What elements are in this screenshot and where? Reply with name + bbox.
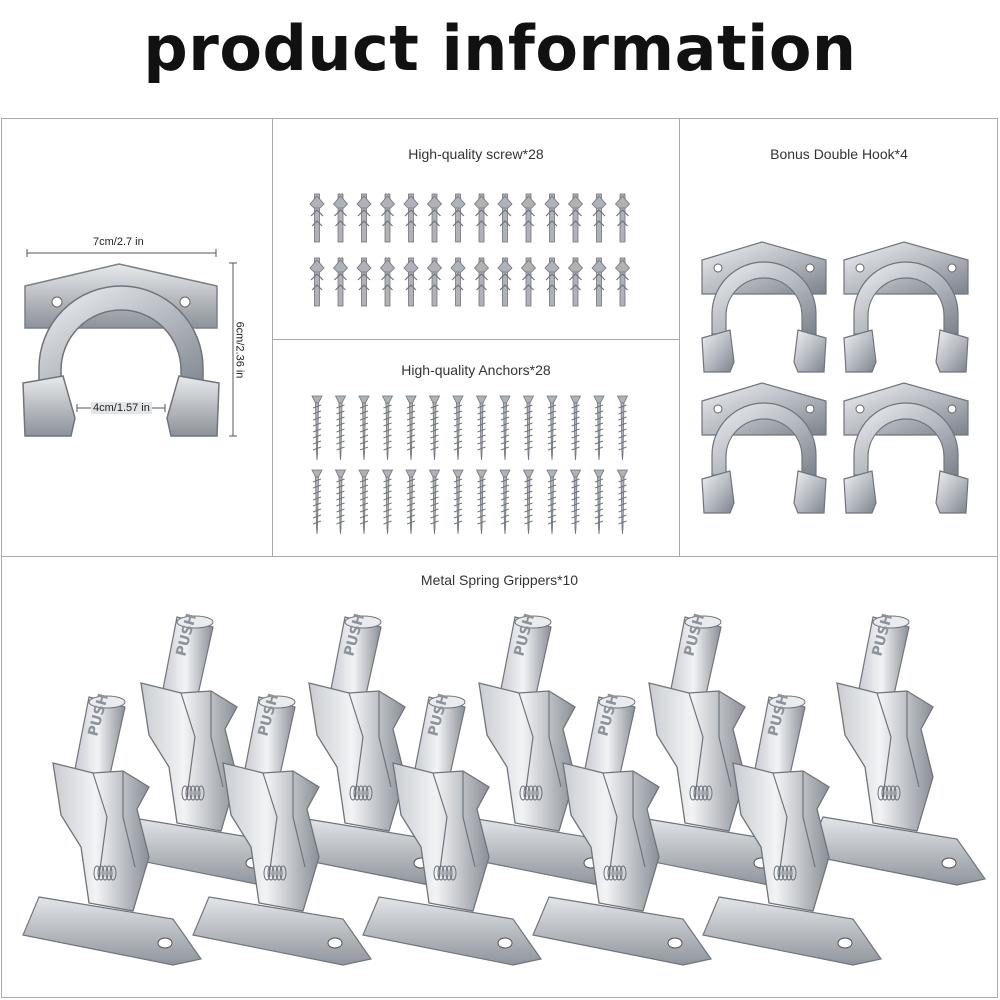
- anchor-item: [616, 395, 629, 461]
- double-hooks-caption: Bonus Double Hook*4: [770, 146, 908, 162]
- anchor-item: [405, 469, 417, 535]
- gripper-item: PUSH: [806, 612, 987, 886]
- anchor-item: [311, 395, 323, 461]
- anchor-item: [569, 469, 582, 535]
- gripper-item: PUSH: [618, 612, 799, 886]
- anchors-illustration: [311, 395, 629, 535]
- double-hook-item: [843, 382, 969, 514]
- anchor-item: [452, 395, 464, 461]
- product-grid: [1, 118, 998, 998]
- anchor-item: [428, 395, 441, 461]
- gripper-item: PUSH: [278, 612, 459, 886]
- screw-item: [332, 257, 349, 307]
- anchor-item: [546, 395, 558, 461]
- screw-item: [520, 257, 537, 307]
- divider-v2: [679, 118, 680, 556]
- screw-item: [356, 257, 372, 307]
- anchor-item: [475, 469, 488, 535]
- screws-illustration: [309, 193, 631, 307]
- screw-item: [614, 257, 631, 307]
- gripper-item: PUSH: [532, 692, 713, 966]
- anchor-item: [546, 469, 558, 535]
- screws-panel: High-quality screw*28: [273, 118, 679, 339]
- anchor-item: [452, 469, 464, 535]
- screw-item: [473, 257, 490, 307]
- gripper-item: PUSH: [362, 692, 543, 966]
- screw-item: [426, 257, 443, 307]
- anchor-item: [358, 469, 370, 535]
- anchor-item: [593, 469, 605, 535]
- anchor-item: [569, 395, 582, 461]
- gripper-item: PUSH: [702, 692, 883, 966]
- anchor-item: [499, 469, 511, 535]
- double-hook-item: [701, 241, 827, 373]
- divider-h-mid: [272, 339, 679, 340]
- screw-item: [379, 257, 396, 307]
- anchor-item: [381, 469, 394, 535]
- anchor-item: [334, 469, 347, 535]
- height-dimension-label: 6cm/2.36 in: [233, 321, 246, 379]
- screw-item: [450, 257, 466, 307]
- grippers-caption: Metal Spring Grippers*10: [420, 572, 579, 588]
- screws-caption: High-quality screw*28: [408, 146, 544, 162]
- divider-v1: [272, 118, 273, 556]
- screw-item: [567, 193, 584, 243]
- screw-item: [544, 193, 560, 243]
- anchors-panel: High-quality Anchors*28: [273, 340, 679, 556]
- anchor-item: [593, 395, 605, 461]
- width-dimension-label: 7cm/2.7 in: [93, 236, 144, 248]
- screw-item: [450, 193, 466, 243]
- screw-item: [473, 193, 490, 243]
- anchor-item: [616, 469, 629, 535]
- hook-dimension-illustration: [22, 249, 237, 437]
- anchor-item: [428, 469, 441, 535]
- screw-item: [332, 193, 349, 243]
- double-hook-item: [843, 241, 969, 373]
- gripper-item: PUSH: [22, 692, 203, 966]
- page-title: product information: [143, 12, 857, 85]
- anchor-item: [405, 395, 417, 461]
- screw-item: [403, 257, 419, 307]
- screw-item: [309, 193, 325, 243]
- screw-item: [379, 193, 396, 243]
- divider-h-bottom: [1, 556, 998, 557]
- screw-item: [497, 193, 513, 243]
- screw-item: [567, 257, 584, 307]
- anchor-item: [334, 395, 347, 461]
- screw-item: [309, 257, 325, 307]
- hook-dimension-panel: 7cm/2.7 in 6cm/2.36 in 4cm/1.57 in: [1, 118, 272, 556]
- gripper-item: PUSH: [192, 692, 373, 966]
- screw-item: [591, 193, 607, 243]
- screw-item: [497, 257, 513, 307]
- anchor-item: [522, 395, 535, 461]
- anchor-item: [475, 395, 488, 461]
- inner-dimension-label: 4cm/1.57 in: [91, 402, 152, 414]
- double-hook-item: [701, 382, 827, 514]
- gripper-item: PUSH: [448, 612, 629, 886]
- double-hooks-panel: Bonus Double Hook*4: [680, 118, 998, 556]
- screw-item: [591, 257, 607, 307]
- screw-item: [520, 193, 537, 243]
- anchor-item: [499, 395, 511, 461]
- screw-item: [426, 193, 443, 243]
- screw-item: [544, 257, 560, 307]
- anchor-item: [381, 395, 394, 461]
- screw-item: [356, 193, 372, 243]
- anchor-item: [522, 469, 535, 535]
- screw-item: [614, 193, 631, 243]
- screw-item: [403, 193, 419, 243]
- anchor-item: [358, 395, 370, 461]
- double-hooks-illustration: [701, 241, 969, 514]
- anchor-item: [311, 469, 323, 535]
- anchors-caption: High-quality Anchors*28: [401, 362, 551, 378]
